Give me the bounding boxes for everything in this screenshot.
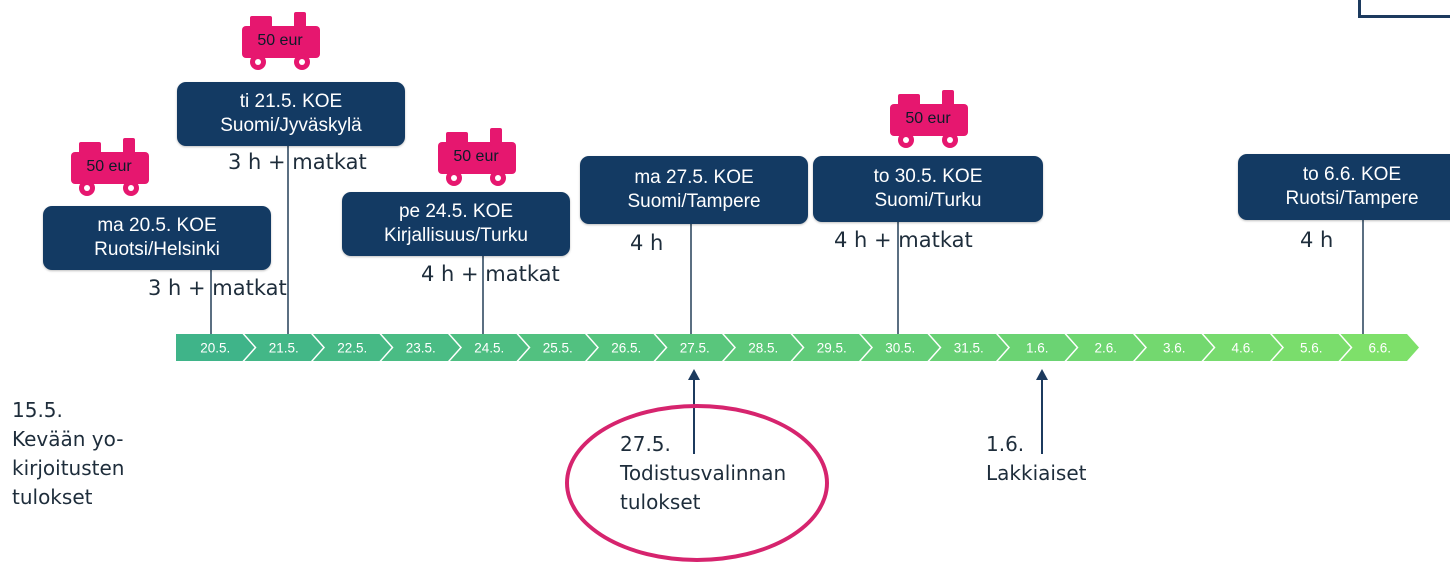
- timeline-chevron: [1272, 334, 1351, 361]
- note-line: tulokset: [12, 485, 93, 509]
- exam-subject: Ruotsi/Helsinki: [94, 239, 220, 260]
- timeline-date-label: 28.5.: [748, 341, 778, 356]
- train-icon: 50 eur: [236, 10, 326, 70]
- timeline-chevron: [313, 334, 392, 361]
- timeline-date-label: 4.6.: [1231, 341, 1254, 356]
- timeline-date-label: 21.5.: [269, 341, 299, 356]
- note-line: tulokset: [620, 490, 701, 514]
- exam-title: ma 20.5. KOE: [97, 215, 217, 236]
- stem-27-5: [690, 224, 692, 334]
- timeline-chevron: [244, 334, 323, 361]
- note-line: Todistusvalinnan: [620, 461, 787, 485]
- note-line: 15.5.: [12, 398, 63, 422]
- timeline-date-label: 23.5.: [406, 341, 436, 356]
- duration-label: 3 h + matkat: [148, 276, 287, 300]
- exam-box-21-5: ti 21.5. KOE Suomi/Jyväskylä: [177, 82, 405, 146]
- timeline-chevron: [587, 334, 666, 361]
- timeline-date-label: 3.6.: [1163, 341, 1186, 356]
- duration-label: 4 h + matkat: [421, 262, 560, 286]
- stem-24-5: [482, 256, 484, 334]
- note-line: Lakkiaiset: [986, 461, 1087, 485]
- timeline-date-label: 31.5.: [954, 341, 984, 356]
- stem-6-6: [1362, 218, 1364, 334]
- note-line: 1.6.: [986, 432, 1025, 456]
- timeline-date-label: 24.5.: [474, 341, 504, 356]
- train-icon: 50 eur: [65, 136, 155, 196]
- note-1-6: 1.6. Lakkiaiset: [986, 430, 1087, 488]
- exam-subject: Kirjallisuus/Turku: [384, 225, 528, 246]
- timeline-chevron: [176, 334, 255, 361]
- timeline-date-label: 5.6.: [1300, 341, 1323, 356]
- exam-box-6-6: to 6.6. KOE Ruotsi/Tampere: [1238, 154, 1450, 220]
- timeline-chevron: [381, 334, 460, 361]
- note-line: 27.5.: [620, 432, 671, 456]
- timeline-date-label: 6.6.: [1368, 341, 1391, 356]
- note-15-5: 15.5. Kevään yo- kirjoitusten tulokset: [12, 396, 124, 512]
- timeline-chevron: [1066, 334, 1145, 361]
- timeline-date-label: 22.5.: [337, 341, 367, 356]
- exam-title: pe 24.5. KOE: [398, 201, 514, 222]
- duration-label: 3 h + matkat: [228, 150, 367, 174]
- note-27-5: 27.5. Todistusvalinnan tulokset: [620, 430, 786, 517]
- duration-label: 4 h: [630, 231, 664, 255]
- duration-label: 4 h + matkat: [834, 228, 973, 252]
- exam-title: to 30.5. KOE: [873, 166, 983, 187]
- corner-frame: [1358, 0, 1450, 18]
- timeline-date-label: 29.5.: [817, 341, 847, 356]
- arrow-up-icon: [688, 369, 700, 380]
- arrow-line: [1041, 378, 1043, 454]
- exam-box-30-5: to 30.5. KOE Suomi/Turku: [813, 156, 1043, 222]
- timeline-chevron: [998, 334, 1077, 361]
- timeline-date-label: 26.5.: [611, 341, 641, 356]
- exam-title: ma 27.5. KOE: [634, 167, 754, 188]
- note-line: Kevään yo-: [12, 427, 124, 451]
- timeline-date-label: 25.5.: [543, 341, 573, 356]
- price-label: 50 eur: [905, 110, 951, 127]
- exam-subject: Ruotsi/Tampere: [1285, 188, 1419, 209]
- stem-20-5: [210, 270, 212, 334]
- timeline-chevron: [861, 334, 940, 361]
- timeline-chevron: [792, 334, 871, 361]
- timeline-date-label: 27.5.: [680, 341, 710, 356]
- timeline-chevron: [518, 334, 597, 361]
- exam-title: ti 21.5. KOE: [239, 91, 343, 112]
- exam-box-24-5: pe 24.5. KOE Kirjallisuus/Turku: [342, 192, 570, 256]
- train-icon: 50 eur: [432, 126, 522, 186]
- timeline-chevron: [929, 334, 1008, 361]
- timeline-chevron: [724, 334, 803, 361]
- timeline-chevron: [655, 334, 734, 361]
- timeline-chevron: [1135, 334, 1214, 361]
- timeline-chevron: [450, 334, 529, 361]
- highlight-ellipse: [565, 404, 829, 562]
- timeline-date-label: 20.5.: [200, 341, 230, 356]
- arrow-up-icon: [1036, 369, 1048, 380]
- price-label: 50 eur: [86, 158, 132, 175]
- note-line: kirjoitusten: [12, 456, 125, 480]
- timeline-date-label: 1.6.: [1026, 341, 1049, 356]
- train-icon: 50 eur: [884, 88, 974, 148]
- timeline-date-label: 30.5.: [885, 341, 915, 356]
- exam-title: to 6.6. KOE: [1302, 164, 1402, 185]
- timeline-date-label: 2.6.: [1094, 341, 1117, 356]
- timeline-chevron: [1203, 334, 1282, 361]
- price-label: 50 eur: [257, 32, 303, 49]
- price-label: 50 eur: [453, 148, 499, 165]
- timeline-chevron: [1340, 334, 1419, 361]
- stem-30-5: [897, 222, 899, 334]
- stem-21-5: [287, 146, 289, 334]
- exam-box-20-5: ma 20.5. KOE Ruotsi/Helsinki: [43, 206, 271, 270]
- duration-label: 4 h: [1300, 228, 1334, 252]
- exam-subject: Suomi/Jyväskylä: [220, 115, 362, 136]
- exam-subject: Suomi/Tampere: [627, 191, 761, 212]
- exam-box-27-5: ma 27.5. KOE Suomi/Tampere: [580, 156, 808, 224]
- exam-subject: Suomi/Turku: [874, 190, 982, 211]
